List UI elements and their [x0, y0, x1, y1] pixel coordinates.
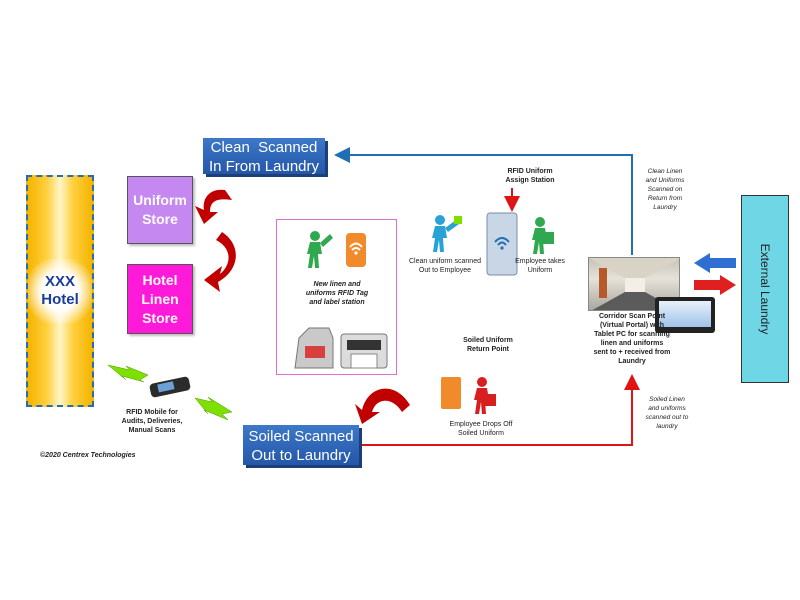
tablet-pc-icon — [655, 297, 715, 333]
employee-takes-line1: Employee takes — [515, 258, 565, 265]
soiled-out-note: Soiled Linen and uniforms scanned out to… — [640, 395, 694, 431]
return-point-line2: Return Point — [467, 346, 509, 353]
curved-arrow-uniform-to-linen — [204, 232, 236, 292]
employee-drops-line2: Soiled Uniform — [458, 430, 504, 437]
employee-blue-icon — [432, 215, 462, 252]
return-point-label: Soiled Uniform Return Point — [452, 336, 524, 354]
rfid-handheld-icon — [149, 376, 191, 398]
wireless-bolt-2 — [194, 396, 233, 421]
linen-store-line3: Store — [142, 309, 178, 326]
clean-return-line — [334, 147, 633, 255]
soiled-out-line — [360, 374, 640, 446]
clean-return-note-line4: Return from — [647, 195, 683, 202]
rfid-reader-icon — [486, 212, 518, 276]
employee-drops-label: Employee Drops Off Soiled Uniform — [442, 420, 520, 438]
corridor-line1: Corridor Scan Point — [598, 313, 666, 320]
tag-station-line1: New linen and — [313, 281, 361, 288]
corridor-label: Corridor Scan Point (Virtual Portal) wit… — [580, 312, 684, 366]
rfid-mobile-line3: Manual Scans — [128, 427, 176, 434]
tag-station-caption: New linen and uniforms RFID Tag and labe… — [283, 280, 391, 307]
soiled-out-note-line2: and uniforms — [648, 405, 686, 412]
assign-station-line1: RFID Uniform — [507, 168, 553, 175]
assign-station-label: RFID Uniform Assign Station — [494, 167, 566, 185]
tag-label-station-box: New linen and uniforms RFID Tag and labe… — [276, 219, 397, 375]
clean-return-note-line1: Clean Linen — [647, 168, 683, 175]
blue-exchange-arrow — [694, 253, 736, 273]
phone-wifi-icon — [346, 233, 366, 267]
soiled-out-note-line4: laundry — [656, 423, 678, 430]
hotel-line2: Hotel — [41, 291, 79, 308]
assign-station-line2: Assign Station — [505, 177, 555, 184]
rfid-mobile-line1: RFID Mobile for — [126, 409, 178, 416]
rfid-printer-icon — [294, 327, 388, 369]
employee-takes-line2: Uniform — [527, 267, 553, 274]
corridor-line5: sent to + received from — [593, 349, 671, 356]
clean-return-note-line3: Scanned on — [647, 186, 683, 193]
corridor-line2: (Virtual Portal) with — [599, 322, 665, 329]
tag-station-line3: and label station — [309, 299, 365, 306]
clean-uniform-out-label: Clean uniform scanned Out to Employee — [406, 257, 484, 275]
rfid-mobile-label: RFID Mobile for Audits, Deliveries, Manu… — [112, 408, 192, 435]
soiled-banner-line1: Soiled Scanned — [248, 428, 354, 445]
copyright-text: ©2020 Centrex Technologies — [40, 452, 136, 459]
employee-green-icon — [532, 217, 554, 254]
soiled-scanned-banner: Soiled Scanned Out to Laundry — [243, 425, 359, 465]
clean-banner-line2: In From Laundry — [208, 158, 320, 175]
clean-return-note-line2: and Uniforms — [645, 177, 685, 184]
clean-scanned-banner: Clean Scanned In From Laundry — [203, 138, 325, 175]
clean-uniform-out-line2: Out to Employee — [418, 267, 472, 274]
linen-store-line1: Hotel — [142, 271, 178, 288]
soiled-banner-line2: Out to Laundry — [251, 447, 351, 464]
curved-arrow-return-to-soiled — [355, 388, 410, 424]
person-carrying-tags-icon — [307, 231, 333, 268]
clean-return-note-line5: Laundry — [653, 204, 677, 211]
external-laundry-box: External Laundry — [741, 195, 789, 383]
return-bin-icon — [441, 377, 461, 409]
linen-store-box: Hotel Linen Store — [127, 264, 193, 334]
uniform-store-line2: Store — [142, 211, 178, 227]
employee-drops-line1: Employee Drops Off — [449, 421, 513, 428]
clean-banner-line1: Clean Scanned — [210, 139, 318, 156]
employee-takes-label: Employee takes Uniform — [512, 257, 568, 275]
linen-store-line2: Linen — [141, 290, 179, 307]
rfid-mobile-line2: Audits, Deliveries, — [121, 418, 183, 425]
soiled-out-note-line1: Soiled Linen — [649, 396, 685, 403]
corridor-line6: Laundry — [618, 358, 646, 365]
corridor-line3: Tablet PC for scanning — [594, 331, 670, 338]
external-laundry-label: External Laundry — [758, 243, 772, 335]
employee-red-icon — [474, 377, 496, 414]
tag-station-line2: uniforms RFID Tag — [305, 290, 369, 297]
hotel-box: XXX Hotel — [26, 175, 94, 407]
corridor-line4: linen and uniforms — [600, 340, 664, 347]
clean-return-note: Clean Linen and Uniforms Scanned on Retu… — [640, 167, 690, 212]
return-point-line1: Soiled Uniform — [463, 337, 513, 344]
clean-uniform-out-line1: Clean uniform scanned — [409, 258, 481, 265]
red-exchange-arrow — [694, 275, 736, 295]
uniform-store-line1: Uniform — [133, 192, 187, 208]
soiled-out-note-line3: scanned out to — [645, 414, 689, 421]
wireless-bolt-1 — [107, 364, 149, 383]
hotel-line1: XXX — [44, 273, 75, 290]
curved-arrow-clean-to-uniform — [195, 189, 232, 224]
uniform-store-box: Uniform Store — [127, 176, 193, 244]
